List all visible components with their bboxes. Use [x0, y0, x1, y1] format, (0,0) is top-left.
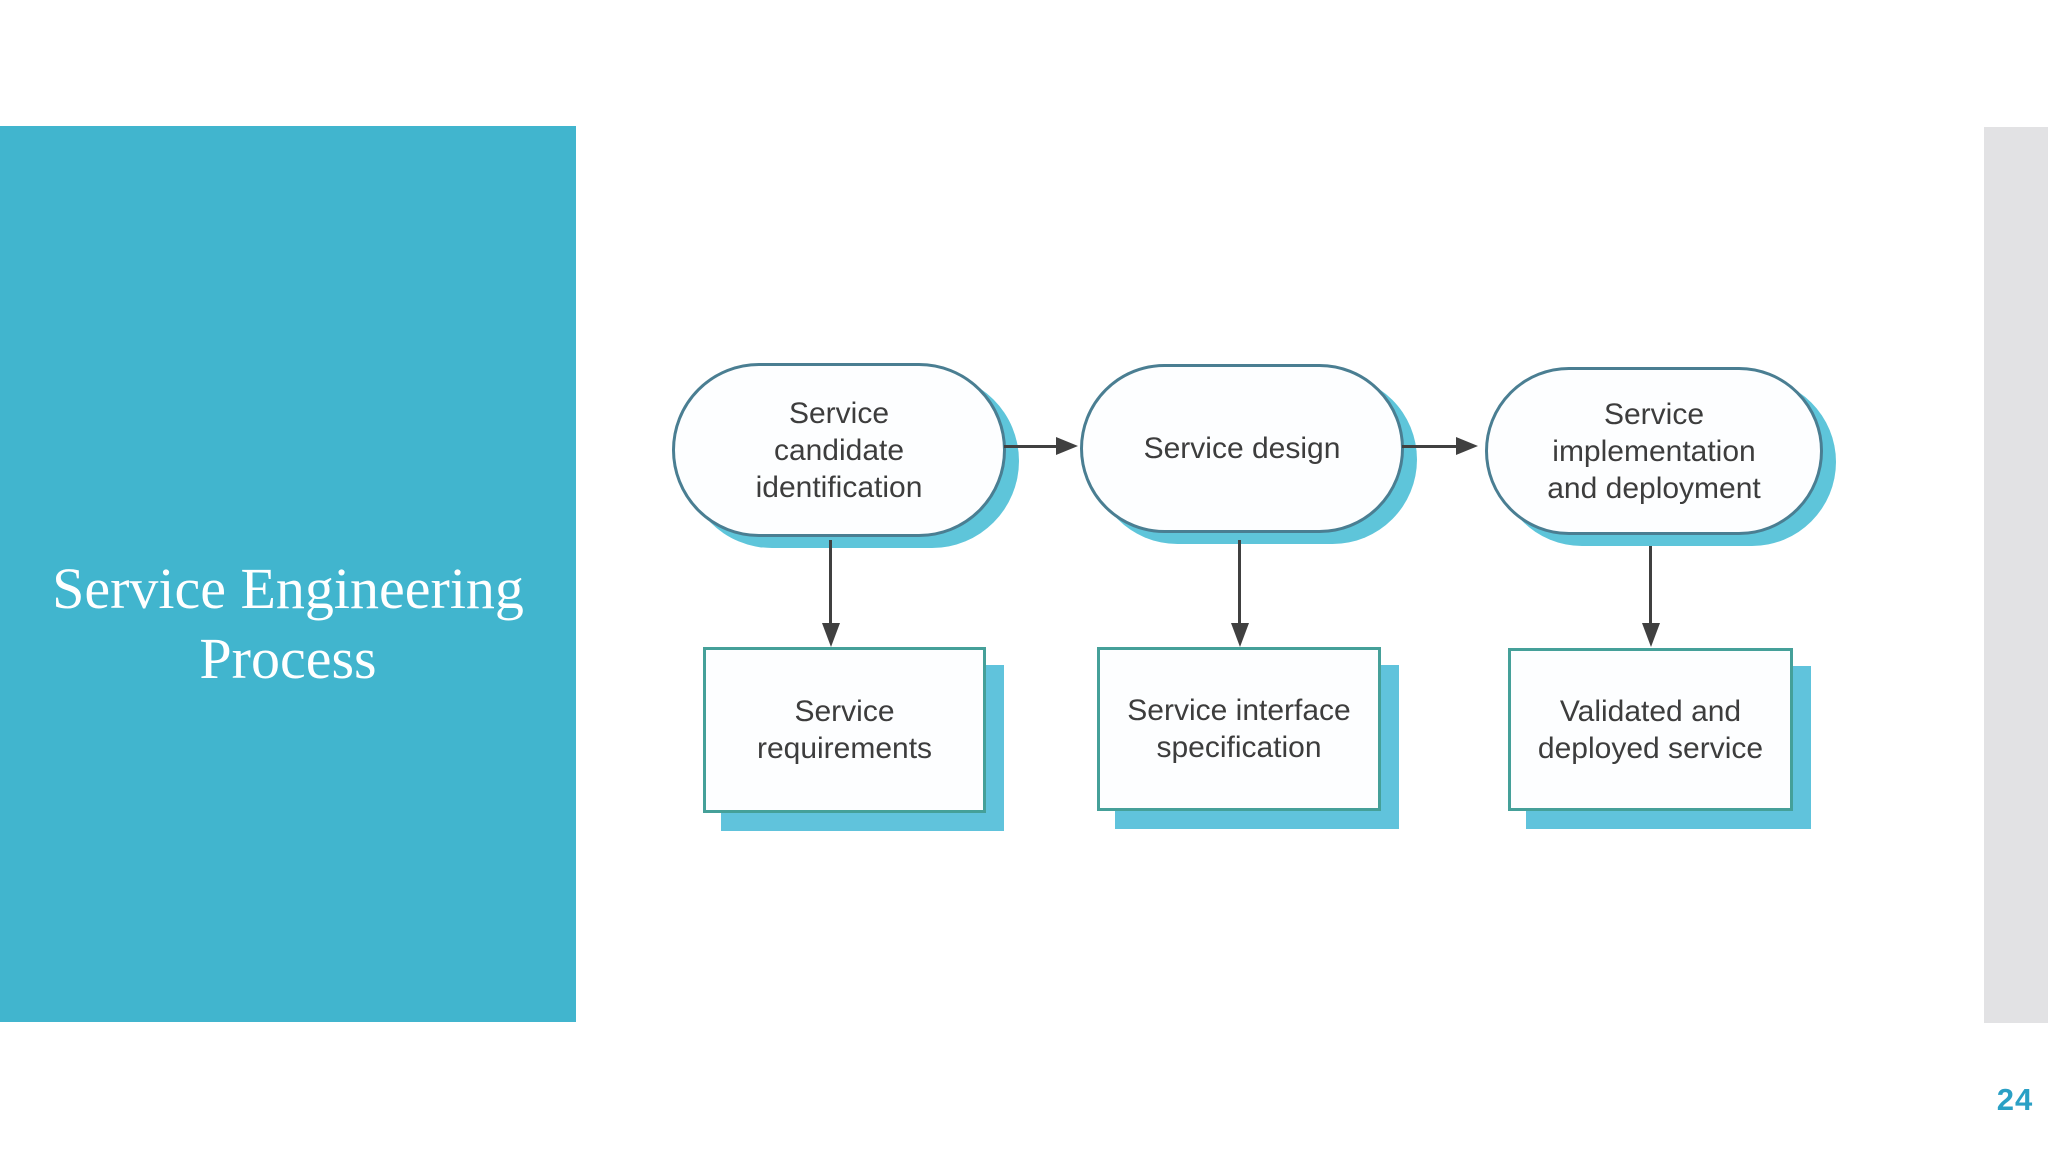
- arrowhead-down-icon: [1642, 623, 1660, 647]
- arrow-line: [1649, 546, 1652, 625]
- arrowhead-down-icon: [1231, 623, 1249, 647]
- artifact-node-service-requirements: Service requirements: [703, 647, 986, 813]
- artifact-node-label: Service interface specification: [1127, 694, 1351, 764]
- page-number: 24: [1996, 1082, 2034, 1117]
- artifact-node-service-interface-specification: Service interface specification: [1097, 647, 1381, 811]
- arrowhead-right-icon: [1456, 437, 1478, 455]
- arrow-line: [1402, 445, 1456, 448]
- artifact-node-label: Validated and deployed service: [1537, 694, 1764, 765]
- arrowhead-right-icon: [1056, 437, 1078, 455]
- process-node-label: Service implementation and deployment: [1547, 397, 1761, 505]
- process-node-label: Service design: [1143, 432, 1341, 465]
- right-gray-strip: [1984, 127, 2048, 1023]
- slide-title: Service Engineering Process: [0, 554, 576, 694]
- process-node-service-design: Service design: [1080, 364, 1404, 533]
- slide-title-line-2: Process: [199, 626, 377, 691]
- arrow-line: [1238, 540, 1241, 625]
- title-panel: Service Engineering Process: [0, 126, 576, 1022]
- arrow-line: [829, 540, 832, 625]
- slide-title-line-1: Service Engineering: [52, 556, 524, 621]
- process-node-service-candidate-identification: Service candidate identification: [672, 363, 1006, 537]
- process-node-service-implementation-and-deployment: Service implementation and deployment: [1485, 367, 1823, 535]
- arrow-line: [1004, 445, 1058, 448]
- arrowhead-down-icon: [822, 623, 840, 647]
- artifact-node-validated-and-deployed-service: Validated and deployed service: [1508, 648, 1793, 811]
- artifact-node-label: Service requirements: [756, 695, 933, 765]
- process-node-label: Service candidate identification: [755, 396, 923, 504]
